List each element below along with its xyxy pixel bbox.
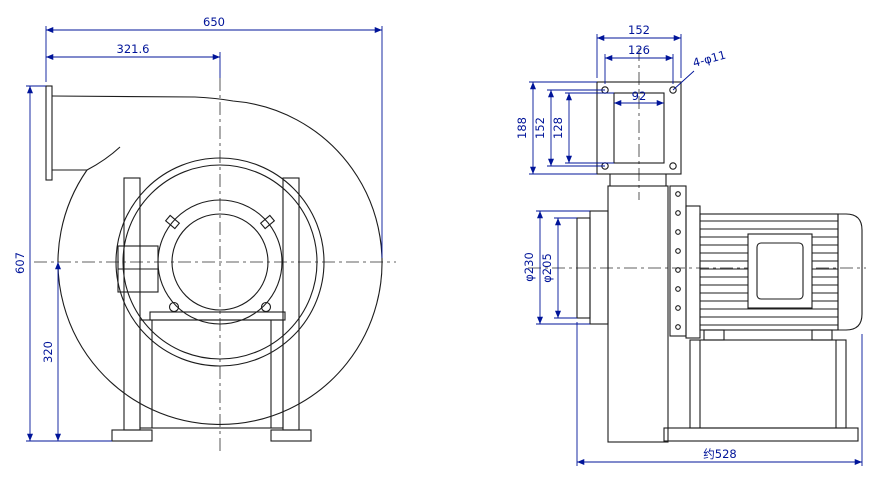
dim-label-126: 126	[628, 43, 650, 57]
dim-label-607: 607	[13, 252, 27, 274]
front-dimension-lines	[26, 26, 383, 442]
motor-end-cap	[837, 213, 863, 331]
inlet-cone	[576, 217, 591, 319]
inlet-ring-inner	[122, 164, 318, 360]
dim-label-dia205: φ205	[540, 253, 554, 283]
dim-label-152-top: 152	[628, 23, 650, 37]
inlet-flange-opening	[613, 92, 665, 164]
inlet-ring-outer	[115, 157, 325, 367]
base-plate	[663, 427, 859, 442]
motor-hub-circle	[171, 213, 269, 311]
dim-label-320: 320	[41, 341, 55, 363]
saddle-bolt-left	[168, 301, 180, 313]
dim-label-152-left: 152	[533, 117, 547, 139]
volute-outline	[51, 95, 383, 425]
foot-plate-right	[270, 429, 312, 442]
front-view-geometry	[45, 85, 383, 442]
outlet-flange	[45, 85, 53, 181]
split-flange-bolts	[675, 191, 681, 330]
saddle-bolt-right	[260, 301, 272, 313]
flange-bolt-right	[259, 214, 276, 230]
terminal-box-cover	[756, 242, 804, 300]
dim-label-528: 约528	[703, 447, 736, 461]
flange-bolt-left	[164, 214, 181, 230]
terminal-box	[747, 233, 813, 309]
volute-tongue	[86, 146, 121, 171]
dim-label-dia230: φ230	[522, 252, 536, 282]
inlet-flange-plate	[596, 81, 682, 175]
dim-label-92: 92	[632, 89, 647, 103]
dim-label-321-6: 321.6	[117, 42, 150, 56]
dimension-labels: 650 321.6 607 320 152 126 92 188 152 128…	[13, 15, 737, 461]
foot-plate-left	[111, 429, 153, 442]
dim-label-128: 128	[551, 117, 565, 139]
dim-label-650: 650	[203, 15, 225, 29]
side-view-geometry	[576, 81, 863, 443]
dim-label-188: 188	[515, 117, 529, 139]
bolt-hole-leader	[672, 70, 695, 91]
side-dimension-lines	[529, 34, 863, 466]
